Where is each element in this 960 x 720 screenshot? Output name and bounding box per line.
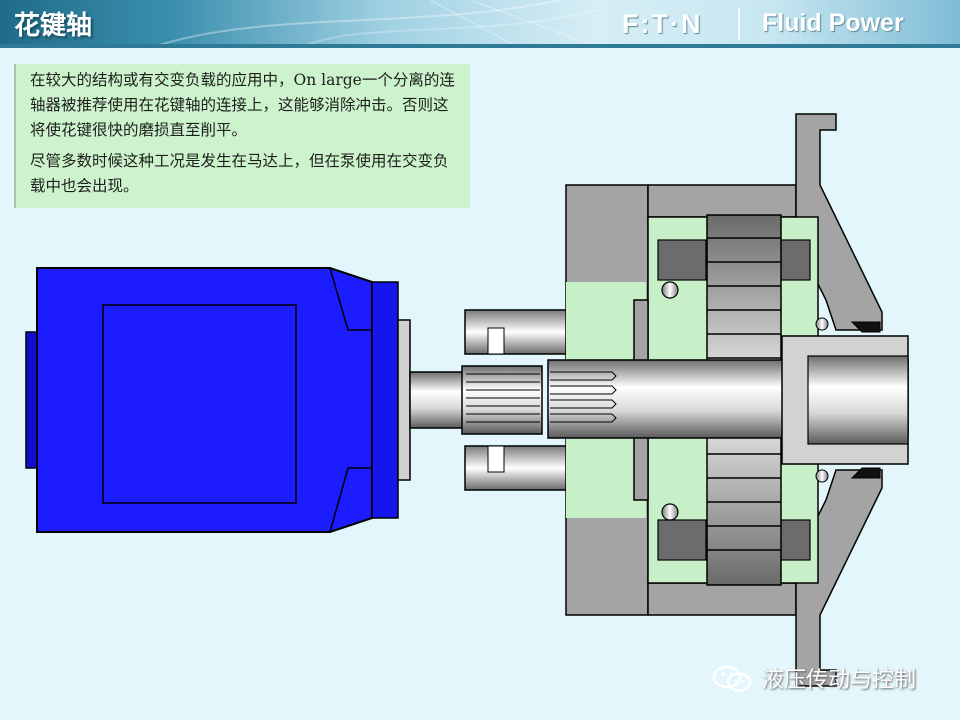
brand-logo: F:T·N	[622, 9, 703, 39]
motor-shaft	[409, 365, 543, 435]
bearing-lower	[657, 503, 811, 561]
description-box: 在较大的结构或有交变负载的应用中，On large一个分离的连轴器被推荐使用在花…	[14, 64, 470, 208]
brand-divider	[738, 8, 740, 40]
page-title: 花键轴	[14, 11, 93, 41]
pump-shaft	[547, 335, 909, 465]
shaft-seal	[815, 317, 881, 483]
description-paragraph-1: 在较大的结构或有交变负载的应用中，On large一个分离的连轴器被推荐使用在花…	[30, 71, 455, 139]
product-name: Fluid Power	[762, 9, 904, 37]
header-stripe	[0, 44, 960, 48]
watermark-text: 液压传动与控制	[762, 668, 917, 693]
bearing-upper	[657, 239, 811, 299]
description-paragraph-2: 尽管多数时候这种工况是发生在马达上，但在泵使用在交变负载中也会出现。	[30, 152, 449, 195]
motor-body	[25, 267, 411, 533]
title-bar: 花键轴 F:T·N Fluid Power	[0, 0, 960, 48]
header-decoration	[149, 0, 601, 48]
wechat-icon	[712, 665, 752, 692]
